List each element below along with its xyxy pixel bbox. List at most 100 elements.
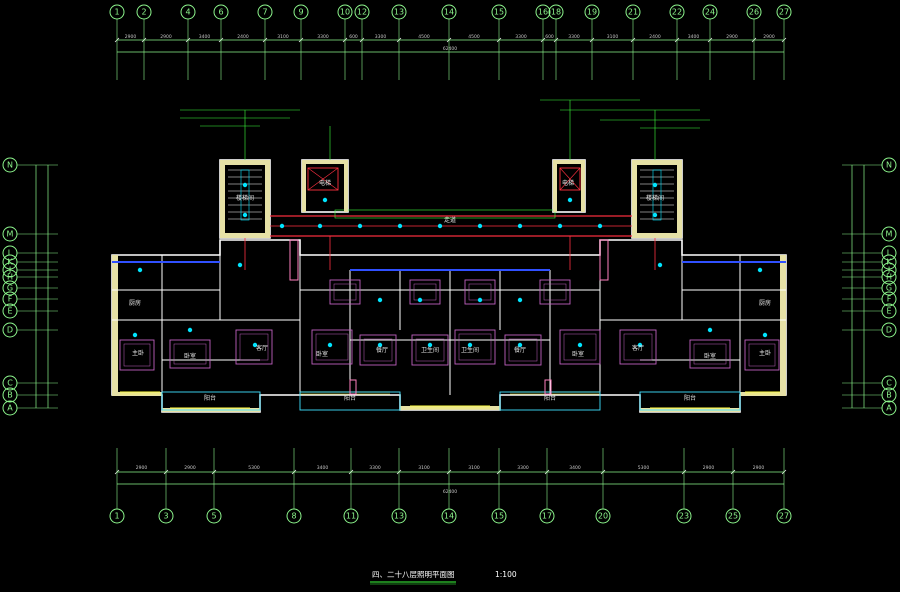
grid-bubble-top-9-label: 9 [298, 8, 303, 17]
grid-bubble-bottom-8-label: 8 [291, 512, 296, 521]
room-label-bedroom-3: 卧室 [316, 350, 328, 358]
top-dim-text-14: 2400 [649, 34, 661, 40]
light-fixture-16 [187, 327, 193, 333]
core-wall-band-0 [220, 160, 270, 165]
core-wall-band-6 [632, 160, 637, 238]
light-fixture-20 [427, 342, 433, 348]
grid-bubble-left-A-label: A [7, 404, 13, 413]
light-fixture-17 [252, 342, 258, 348]
top-dim-text-5: 3300 [317, 34, 329, 40]
grid-bubble-left-H-label: H [7, 273, 13, 282]
core-wall-band-8 [302, 160, 348, 164]
elevator-car-1 [559, 167, 581, 191]
room-label-bedroom-10: 卧室 [704, 352, 716, 360]
furniture-inner-9 [623, 333, 653, 361]
grid-bubble-top-16-label: 16 [538, 8, 548, 17]
grid-bubble-top-22-label: 22 [672, 8, 682, 17]
furniture-inner-6 [458, 333, 492, 361]
floor-plan: 主卧卧室客厅卧室餐厅卫生间卫生间餐厅卧室客厅卧室主卧阳台阳台阳台阳台厨房厨房楼梯… [111, 99, 787, 413]
grid-bubble-left-D-label: D [7, 326, 13, 335]
light-fixture-24 [637, 342, 643, 348]
light-fixture-33 [477, 297, 483, 303]
room-label-bath-6: 卫生间 [461, 346, 479, 354]
grid-bubble-right-M-label: M [886, 230, 893, 239]
furniture-9 [619, 329, 657, 365]
light-fixture-13 [322, 197, 328, 203]
furniture-inner-12 [333, 283, 357, 301]
grid-bubble-right-E-label: E [886, 307, 891, 316]
light-fixture-14 [567, 197, 573, 203]
shear-wall-0 [289, 239, 299, 281]
light-fixture-10 [242, 212, 248, 218]
light-fixture-11 [652, 182, 658, 188]
grid-bubble-bottom-23-label: 23 [679, 512, 689, 521]
light-fixture-6 [517, 223, 523, 229]
balcony-rail-0 [161, 391, 261, 411]
bottom-dim-text-8: 3400 [569, 465, 581, 471]
furniture-3 [311, 329, 353, 365]
grid-bubble-right-A-label: A [886, 404, 892, 413]
outer-wall-band-1 [780, 255, 786, 395]
light-fixture-22 [517, 342, 523, 348]
furniture-inner-11 [748, 343, 776, 367]
top-dim-text-6: 600 [349, 34, 358, 40]
bottom-dim-text-6: 3100 [468, 465, 480, 471]
light-fixture-4 [437, 223, 443, 229]
grid-bubble-top-12-label: 12 [357, 8, 367, 17]
grid-bubble-bottom-3-label: 3 [163, 512, 168, 521]
grid-bubble-left-F-label: F [8, 295, 13, 304]
light-fixture-8 [597, 223, 603, 229]
furniture-inner-4 [363, 338, 393, 362]
grid-bubble-top-13-label: 13 [394, 8, 404, 17]
room-label-corridor-22: 走道 [444, 216, 456, 224]
elevator-cross-b-0 [307, 167, 339, 191]
top-dim-text-8: 4500 [418, 34, 430, 40]
core-wall-band-7 [677, 160, 682, 238]
room-label-balcony-13: 阳台 [344, 394, 356, 402]
bottom-dim-text-10: 2900 [703, 465, 715, 471]
core-wall-band-13 [581, 160, 585, 212]
grid-bubble-left-C-label: C [7, 379, 13, 388]
grid-bubble-top-18-label: 18 [551, 8, 561, 17]
light-fixture-26 [762, 332, 768, 338]
top-dim-text-11: 600 [545, 34, 554, 40]
grid-bubble-bottom-15-label: 15 [494, 512, 504, 521]
furniture-2 [235, 329, 273, 365]
outer-wall-band-0 [112, 255, 118, 395]
top-dim-text-13: 3100 [607, 34, 619, 40]
top-dim-text-2: 3400 [199, 34, 211, 40]
furniture-inner-10 [693, 343, 727, 365]
furniture-inner-13 [413, 283, 437, 301]
core-wall-band-11 [344, 160, 348, 212]
furniture-11 [744, 339, 780, 371]
grid-bubble-bottom-1-label: 1 [114, 512, 119, 521]
light-fixture-7 [557, 223, 563, 229]
elevator-car-0 [307, 167, 339, 191]
light-fixture-2 [357, 223, 363, 229]
room-label-balcony-14: 阳台 [544, 394, 556, 402]
top-dim-text-4: 3100 [277, 34, 289, 40]
top-total-dim-text: 62400 [443, 46, 457, 52]
top-dim-text-15: 3400 [688, 34, 700, 40]
light-fixture-32 [417, 297, 423, 303]
furniture-15 [539, 279, 571, 305]
core-wall-band-2 [220, 160, 225, 238]
core-wall-band-3 [265, 160, 270, 238]
bottom-dim-text-9: 5300 [638, 465, 650, 471]
furniture-14 [464, 279, 496, 305]
grid-bubble-right-C-label: C [886, 379, 892, 388]
light-fixture-9 [242, 182, 248, 188]
grid-bubble-left-M-label: M [7, 230, 14, 239]
room-label-dining-7: 餐厅 [514, 346, 526, 354]
grid-bubble-top-1-label: 1 [114, 8, 119, 17]
core-wall-band-5 [632, 233, 682, 238]
elevator-cross-b-1 [559, 167, 581, 191]
grid-bubble-bottom-17-label: 17 [542, 512, 552, 521]
furniture-13 [409, 279, 441, 305]
core-wall-band-12 [553, 160, 557, 212]
core-wall-band-1 [220, 233, 270, 238]
grid-bubble-left-L-label: L [8, 249, 13, 258]
top-dim-text-12: 3300 [568, 34, 580, 40]
light-fixture-31 [377, 297, 383, 303]
